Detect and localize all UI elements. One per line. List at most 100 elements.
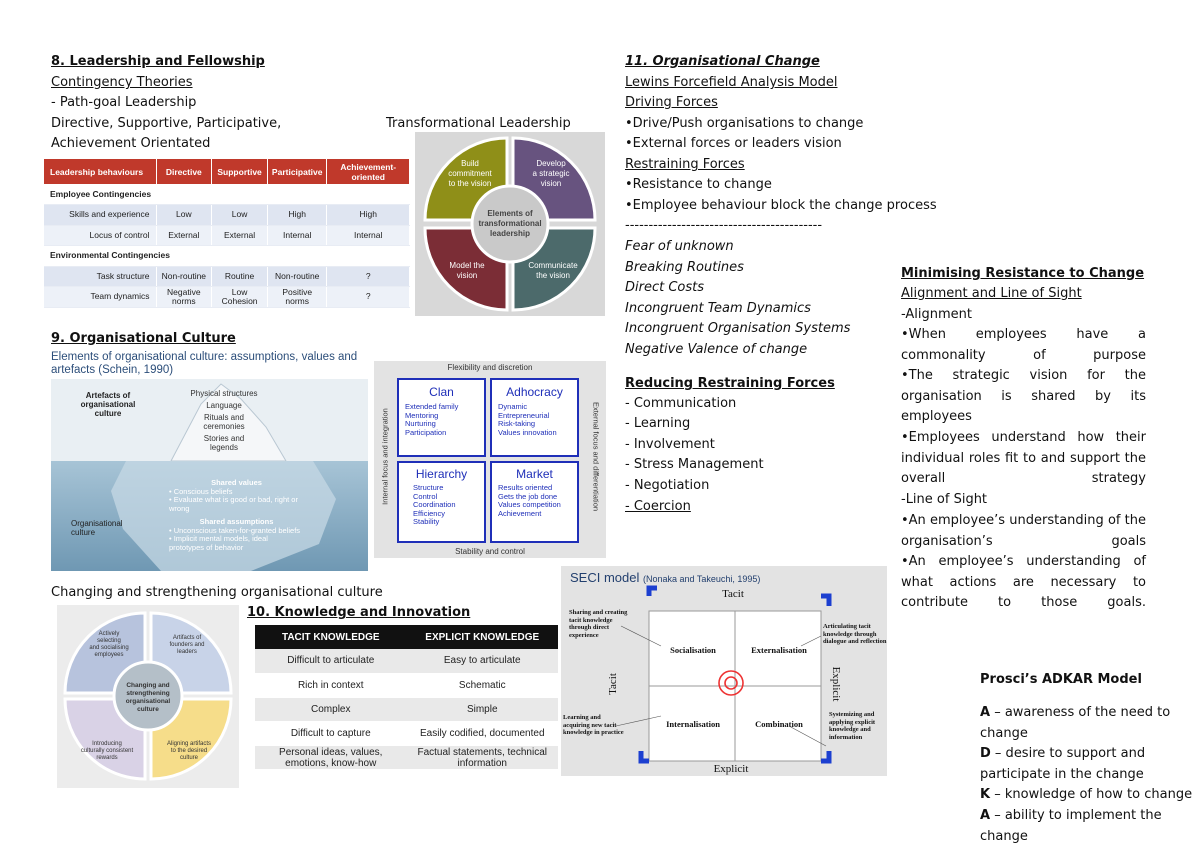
barrier-item: Negative Valence of change xyxy=(625,342,808,357)
leadership-table: Leadership behaviours Directive Supporti… xyxy=(44,159,410,308)
table-header: Directive xyxy=(156,159,213,184)
minimising-heading: Minimising Resistance to Change xyxy=(901,266,1145,281)
alignment-item: •Employees understand how their individu… xyxy=(901,430,1146,487)
seci-note: Learning and acquiring new tacit knowled… xyxy=(563,714,624,736)
table-cell: External xyxy=(211,225,268,246)
table-header: EXPLICIT KNOWLEDGE xyxy=(406,625,558,649)
iceberg-item: • Implicit mental models, ideal prototyp… xyxy=(169,534,268,552)
table-cell: Locus of control xyxy=(44,225,157,246)
reducing-item: - Negotiation xyxy=(625,478,710,493)
seci-citation: (Nonaka and Takeuchi, 1995) xyxy=(643,574,761,584)
iceberg-item: • Unconscious taken-for-granted beliefs xyxy=(169,525,301,535)
alignment-item: •When employees have a commonality of pu… xyxy=(901,327,1146,363)
seci-right-label: Explicit xyxy=(830,666,842,702)
restraining-forces-heading: Restraining Forces xyxy=(625,157,745,172)
seci-figure: SECI model (Nonaka and Takeuchi, 1995) T… xyxy=(561,566,887,776)
table-cell: Low xyxy=(211,204,268,226)
table-row: Skills and experience Low Low High High xyxy=(44,204,410,226)
table-cell: Non-routine xyxy=(156,266,213,287)
table-cell: External xyxy=(156,225,213,246)
iceberg-figure: Elements of organisational culture: assu… xyxy=(51,349,368,571)
adkar-item: D – desire to support and participate in… xyxy=(980,744,1180,785)
alignment-label: -Alignment xyxy=(901,307,973,322)
reducing-item: - Communication xyxy=(625,396,737,411)
divider-line: ----------------------------------------… xyxy=(625,218,823,233)
employee-section-label: Employee Contingencies xyxy=(44,184,410,205)
table-cell: Simple xyxy=(406,697,558,723)
table-header: Achievement-oriented xyxy=(326,159,410,184)
barrier-item: Breaking Routines xyxy=(625,260,744,275)
quadrant-title: Clan xyxy=(429,385,454,399)
table-cell: Difficult to capture xyxy=(255,721,407,747)
table-cell: Complex xyxy=(255,697,407,723)
table-cell: High xyxy=(267,204,328,226)
driving-item: •External forces or leaders vision xyxy=(625,136,842,151)
line-of-sight-item: •An employee’s understanding of what act… xyxy=(901,554,1146,611)
section8-heading: 8. Leadership and Fellowship xyxy=(51,54,265,69)
reducing-heading: Reducing Restraining Forces xyxy=(625,376,835,391)
shared-values-title: Shared values xyxy=(211,478,262,487)
cvf-quadrant-hierarchy: Hierarchy Structure Control Coordination… xyxy=(397,461,486,543)
table-cell: Difficult to articulate xyxy=(255,649,407,674)
restraining-item: •Employee behaviour block the change pro… xyxy=(625,198,937,213)
achievement-line: Achievement Orientated xyxy=(51,136,211,151)
quadrant-item: Dynamic xyxy=(498,402,528,411)
cvf-bottom-label: Stability and control xyxy=(455,547,525,556)
iceberg-item: Language xyxy=(206,401,242,410)
quadrant-item: Stability xyxy=(413,517,440,526)
table-row: Personal ideas, values, emotions, know-h… xyxy=(255,745,558,771)
adkar-item: K – knowledge of how to change xyxy=(980,785,1195,806)
seci-top-label: Tacit xyxy=(722,588,744,600)
seci-left-label: Tacit xyxy=(607,673,619,695)
quadrant-item: Values competition xyxy=(498,500,561,509)
section11-heading: 11. Organisational Change xyxy=(625,54,820,69)
quadrant-item: Coordination xyxy=(413,500,456,509)
quadrant-title: Adhocracy xyxy=(506,385,563,399)
adkar-text: – knowledge of how to change xyxy=(990,787,1193,802)
table-cell: Factual statements, technical informatio… xyxy=(406,745,558,771)
competing-values-figure: Flexibility and discretion Stability and… xyxy=(374,361,606,558)
alignment-subheading: Alignment and Line of Sight xyxy=(901,286,1082,301)
table-header: Leadership behaviours xyxy=(44,159,157,184)
path-goal-line: - Path-goal Leadership xyxy=(51,95,197,110)
table-cell: Internal xyxy=(326,225,410,246)
seci-note: Systemizing and applying explicit knowle… xyxy=(829,711,876,741)
iceberg-item: Physical structures xyxy=(190,389,258,398)
adkar-letter: A xyxy=(980,808,991,823)
iceberg-item: • Conscious beliefs xyxy=(169,486,233,496)
seci-quadrant: Externalisation xyxy=(751,645,807,655)
knowledge-table: TACIT KNOWLEDGE EXPLICIT KNOWLEDGE Diffi… xyxy=(255,625,558,771)
adkar-item: A – awareness of the need to change xyxy=(980,703,1195,744)
iceberg-item: Stories and legends xyxy=(203,434,245,452)
table-cell: Personal ideas, values, emotions, know-h… xyxy=(255,745,407,771)
quadrant-title: Hierarchy xyxy=(415,467,468,481)
cvf-quadrant-clan: Clan Extended family Mentoring Nurturing… xyxy=(397,378,486,457)
adkar-text: – ability to implement the change xyxy=(980,808,1162,844)
table-cell: Easy to articulate xyxy=(406,649,558,674)
behaviour-line: Directive, Supportive, Participative, xyxy=(51,116,282,131)
barrier-item: Fear of unknown xyxy=(625,239,734,254)
cvf-top-label: Flexibility and discretion xyxy=(447,363,533,372)
table-header: TACIT KNOWLEDGE xyxy=(255,625,407,649)
reducing-item: - Learning xyxy=(625,416,691,431)
reducing-item: - Coercion xyxy=(625,499,691,514)
quadrant-title: Market xyxy=(516,467,553,481)
cvf-left-label: Internal focus and integration xyxy=(380,408,390,505)
adkar-heading: Prosci’s ADKAR Model xyxy=(980,672,1142,687)
table-cell: Low xyxy=(156,204,213,226)
reducing-item: - Involvement xyxy=(625,437,715,452)
table-cell: Schematic xyxy=(406,673,558,698)
section9-heading: 9. Organisational Culture xyxy=(51,331,236,346)
seci-quadrant: Socialisation xyxy=(670,645,716,655)
table-cell: Team dynamics xyxy=(44,286,157,308)
changing-culture-label: Changing and strengthening organisationa… xyxy=(51,585,383,600)
quadrant-item: Risk-taking xyxy=(498,419,536,428)
seci-title: SECI model xyxy=(570,570,640,585)
